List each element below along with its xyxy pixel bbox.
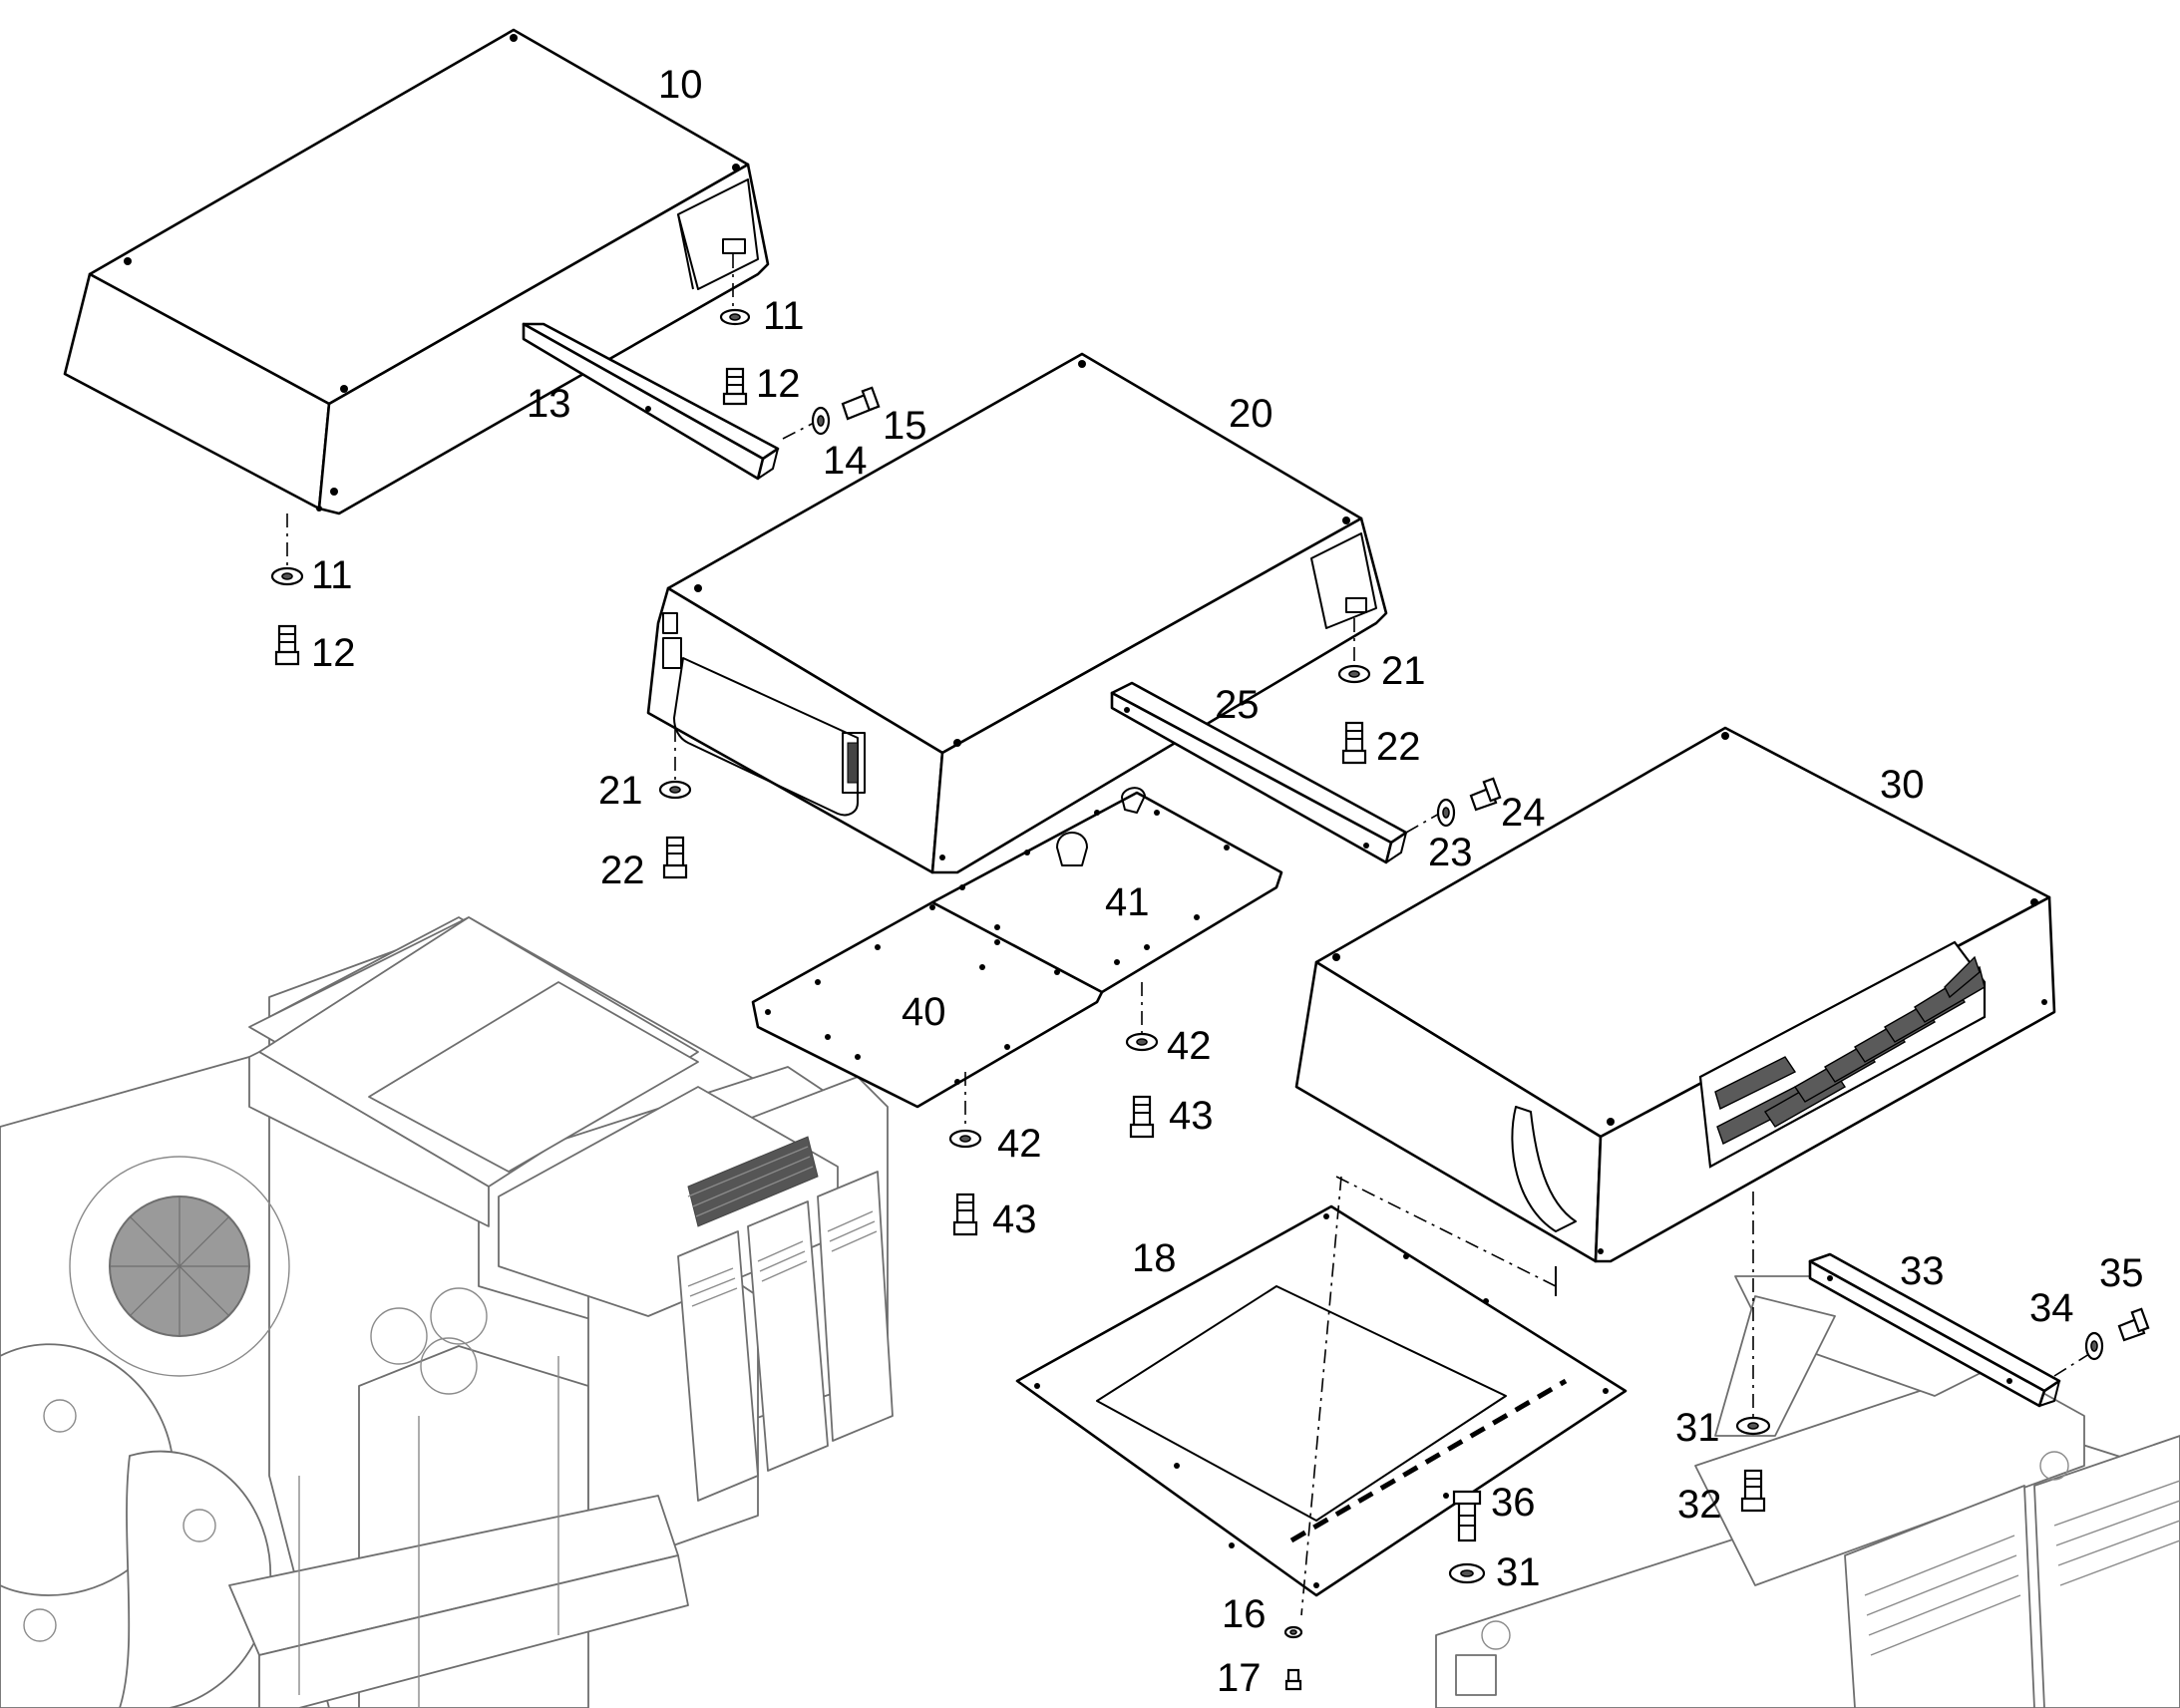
- callout-labels: 10 11 12 13 14 15 11 12 20 21 22 25 21 2…: [311, 63, 2144, 1700]
- hardware-16-17: [1283, 1625, 1303, 1691]
- callout-42: 42: [1167, 1024, 1212, 1068]
- callout-11: 11: [763, 294, 805, 338]
- hood-part-30: [1294, 726, 2056, 1263]
- hardware-23-24: [1405, 777, 1502, 834]
- callout-20: 20: [1229, 392, 1273, 436]
- callout-15: 15: [883, 404, 927, 448]
- cover-part-20: [646, 352, 1388, 874]
- callout-17: 17: [1217, 1656, 1262, 1700]
- callout-43: 43: [992, 1197, 1037, 1241]
- callout-21: 21: [1381, 649, 1426, 693]
- callout-12: 12: [311, 631, 356, 675]
- plate-part-41: [930, 787, 1283, 994]
- callout-18: 18: [1132, 1236, 1177, 1280]
- hardware-42-43-lower: [948, 1072, 982, 1236]
- hardware-14-15: [782, 386, 881, 440]
- callout-31: 31: [1496, 1550, 1541, 1594]
- rail-part-33: [1808, 1252, 2061, 1408]
- background-machine-right: [1435, 1275, 2180, 1708]
- callout-33: 33: [1900, 1249, 1945, 1293]
- hardware-21-22-left: [658, 728, 692, 879]
- hardware-31-32-right: [1735, 1192, 1771, 1513]
- callout-25: 25: [1215, 683, 1260, 727]
- hardware-11-12-upper: [719, 254, 751, 406]
- callout-22: 22: [1376, 725, 1421, 769]
- callout-21: 21: [598, 769, 643, 813]
- callout-23: 23: [1428, 831, 1473, 874]
- background-machine-left: [0, 916, 894, 1708]
- callout-12: 12: [756, 362, 801, 406]
- vent-louvres: [1714, 955, 1986, 1145]
- hardware-34-35: [2053, 1307, 2150, 1377]
- callout-14: 14: [823, 439, 868, 483]
- callout-30: 30: [1880, 763, 1925, 807]
- rail-part-13: [522, 322, 780, 481]
- callout-13: 13: [527, 382, 571, 426]
- callout-32: 32: [1677, 1483, 1722, 1527]
- callout-36: 36: [1491, 1481, 1536, 1525]
- hardware-21-22-right: [1337, 618, 1371, 765]
- callout-22: 22: [600, 849, 645, 892]
- callout-35: 35: [2099, 1251, 2144, 1295]
- hardware-42-43-center: [1125, 982, 1159, 1139]
- callout-42: 42: [997, 1122, 1042, 1166]
- callout-31: 31: [1675, 1406, 1720, 1450]
- callout-43: 43: [1169, 1094, 1214, 1138]
- callout-24: 24: [1501, 791, 1546, 835]
- hardware-36-31: [1448, 1490, 1486, 1584]
- callout-10: 10: [658, 63, 703, 107]
- callout-41: 41: [1105, 880, 1150, 924]
- hardware-11-12-lower: [270, 513, 304, 666]
- gasket-part-18: [1015, 1176, 1628, 1616]
- callout-40: 40: [902, 990, 946, 1034]
- callout-16: 16: [1222, 1592, 1267, 1636]
- callout-34: 34: [2029, 1286, 2074, 1330]
- callout-11: 11: [311, 553, 353, 597]
